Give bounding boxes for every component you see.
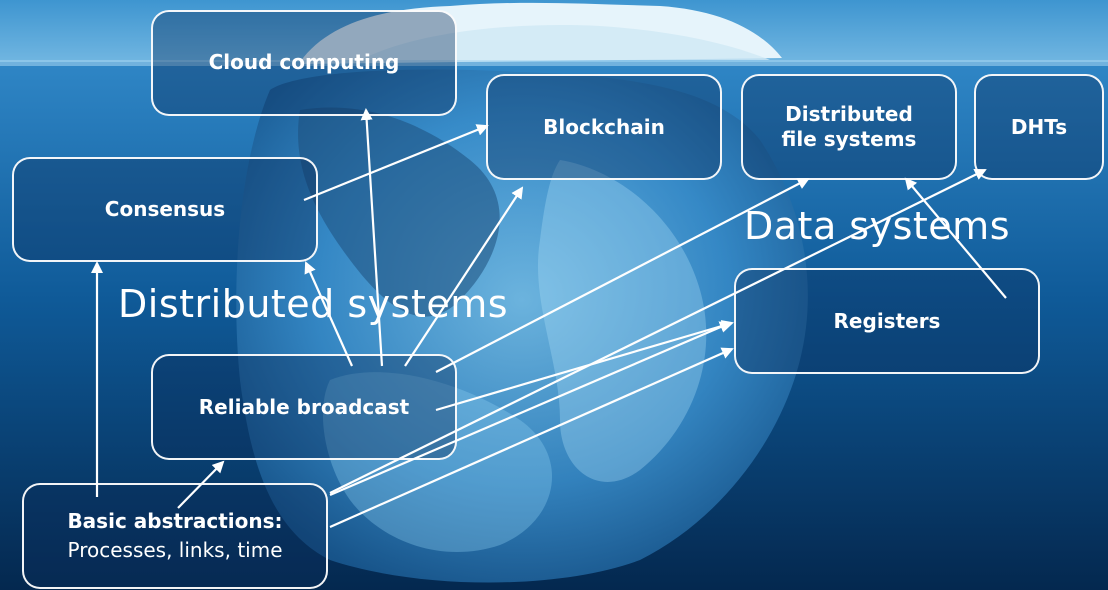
registers-label: Registers bbox=[833, 308, 941, 333]
blockchain-box: Blockchain bbox=[486, 74, 722, 180]
basic-abstractions-box: Basic abstractions: Processes, links, ti… bbox=[22, 483, 328, 589]
distributed-file-systems-box: Distributed file systems bbox=[741, 74, 957, 180]
dhts-label: DHTs bbox=[1010, 114, 1068, 139]
cloud-computing-label: Cloud computing bbox=[208, 49, 400, 74]
reliable-broadcast-box: Reliable broadcast bbox=[151, 354, 457, 460]
basic-abstractions-subtitle: Processes, links, time bbox=[67, 538, 283, 562]
cloud-computing-box: Cloud computing bbox=[151, 10, 457, 116]
reliable-broadcast-label: Reliable broadcast bbox=[198, 394, 410, 419]
data-systems-label: Data systems bbox=[744, 204, 1010, 248]
blockchain-label: Blockchain bbox=[543, 114, 665, 139]
distributed-fs-label-line2: file systems bbox=[781, 127, 917, 151]
consensus-box: Consensus bbox=[12, 157, 318, 262]
dhts-box: DHTs bbox=[974, 74, 1104, 180]
distributed-fs-label-line1: Distributed bbox=[785, 102, 913, 126]
registers-box: Registers bbox=[734, 268, 1040, 374]
basic-abstractions-title: Basic abstractions: bbox=[67, 509, 283, 533]
distributed-systems-label: Distributed systems bbox=[118, 282, 509, 326]
consensus-label: Consensus bbox=[104, 197, 226, 221]
